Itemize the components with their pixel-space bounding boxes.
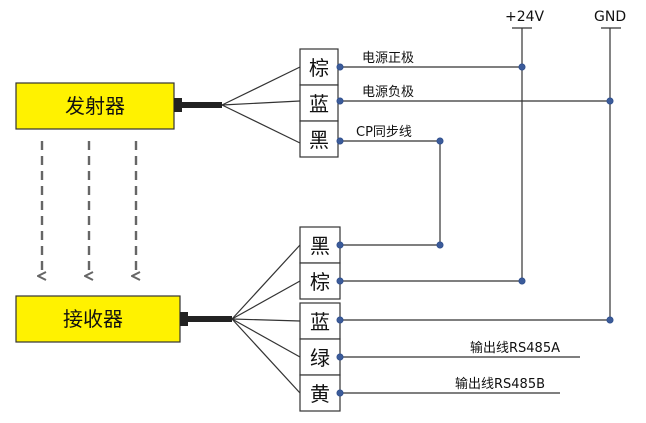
receiver-fan-wire	[231, 318, 301, 358]
receiver-terminal-green-label: 绿	[310, 346, 330, 370]
emitter-terminal-black-label: 黑	[309, 128, 329, 152]
receiver-terminal-yellow-label: 黄	[310, 382, 330, 406]
receiver-fan-wire	[231, 280, 301, 320]
wire-label-rs485b: 输出线RS485B	[455, 376, 545, 392]
receiver-connector	[180, 312, 188, 326]
receiver-label: 接收器	[63, 307, 123, 331]
receiver-fan-wire	[231, 318, 301, 322]
junction-dot	[336, 241, 344, 249]
ground-rail-label: GND	[594, 9, 626, 25]
emitter-fan-wire	[221, 104, 301, 144]
receiver-terminal-blue-label: 蓝	[310, 310, 330, 334]
power-rail-label: +24V	[505, 9, 545, 25]
junction-dot	[518, 277, 526, 285]
emitter-terminal-blue	[299, 84, 339, 122]
ground-rail: GND	[594, 9, 626, 320]
junction-dot	[336, 63, 344, 71]
receiver-terminal-brown	[299, 262, 341, 300]
power-rail: +24V	[505, 9, 545, 280]
emitter-terminal-black	[299, 120, 339, 158]
receiver-terminal-black-label: 黑	[310, 234, 330, 258]
emitter-fan-wire	[221, 66, 301, 106]
beam-arrows	[42, 141, 136, 276]
wire-label-power-negative: 电源负极	[362, 85, 414, 100]
junction-dot	[336, 97, 344, 105]
junction-dots	[336, 63, 614, 397]
receiver-fan-wire	[231, 244, 301, 320]
wire-label-rs485a: 输出线RS485A	[470, 340, 560, 356]
junction-dot	[518, 63, 526, 71]
receiver-terminal-green	[299, 338, 341, 376]
receiver-terminal-yellow	[299, 374, 341, 412]
receiver-wires: 输出线RS485A 输出线RS485B	[340, 280, 610, 394]
junction-dot	[436, 137, 444, 145]
emitter-terminal-blue-label: 蓝	[309, 92, 329, 116]
emitter-label: 发射器	[65, 94, 125, 118]
emitter-terminal-block: 棕 蓝 黑	[299, 48, 339, 158]
junction-dot	[336, 137, 344, 145]
wire-label-power-positive: 电源正极	[362, 51, 414, 66]
emitter-box	[15, 82, 175, 130]
receiver-terminal-block: 黑 棕 蓝 绿 黄	[299, 226, 341, 412]
emitter: 发射器	[15, 66, 301, 144]
emitter-wires: 电源正极 电源负极 CP同步线	[340, 51, 610, 246]
receiver-terminal-brown-label: 棕	[310, 270, 330, 294]
emitter-connector	[174, 98, 182, 112]
wire-label-sync: CP同步线	[356, 125, 412, 140]
emitter-cable	[182, 102, 222, 108]
junction-dot	[606, 316, 614, 324]
receiver-box	[15, 295, 181, 343]
receiver-cable	[188, 316, 232, 322]
emitter-terminal-brown-label: 棕	[309, 56, 329, 80]
junction-dot	[336, 316, 344, 324]
junction-dot	[436, 241, 444, 249]
junction-dot	[336, 277, 344, 285]
junction-dot	[336, 389, 344, 397]
receiver-fan-wire	[231, 318, 301, 394]
junction-dot	[606, 97, 614, 105]
emitter-fan-wire	[221, 100, 301, 106]
receiver: 接收器	[15, 244, 301, 394]
junction-dot	[336, 353, 344, 361]
